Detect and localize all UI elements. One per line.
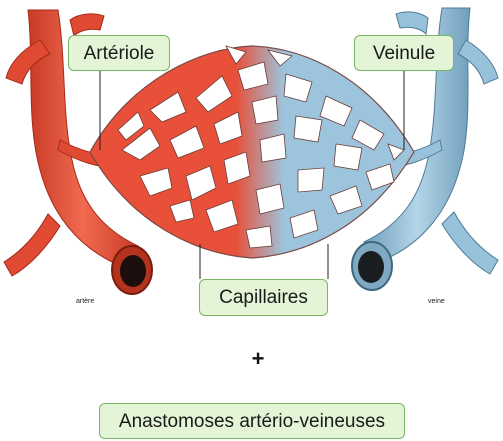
label-anastomoses: Anastomoses artério-veineuses: [99, 403, 405, 439]
plus-sign: +: [248, 346, 268, 372]
label-capillaires: Capillaires: [199, 279, 328, 316]
artery-cross-section: [112, 246, 152, 294]
vein-cross-section: [352, 242, 392, 290]
label-arteriole: Artériole: [68, 35, 170, 71]
capillary-network: [90, 46, 414, 258]
label-veinule: Veinule: [354, 35, 454, 71]
caption-artere: artère: [76, 298, 94, 305]
caption-veine: veine: [428, 298, 445, 305]
